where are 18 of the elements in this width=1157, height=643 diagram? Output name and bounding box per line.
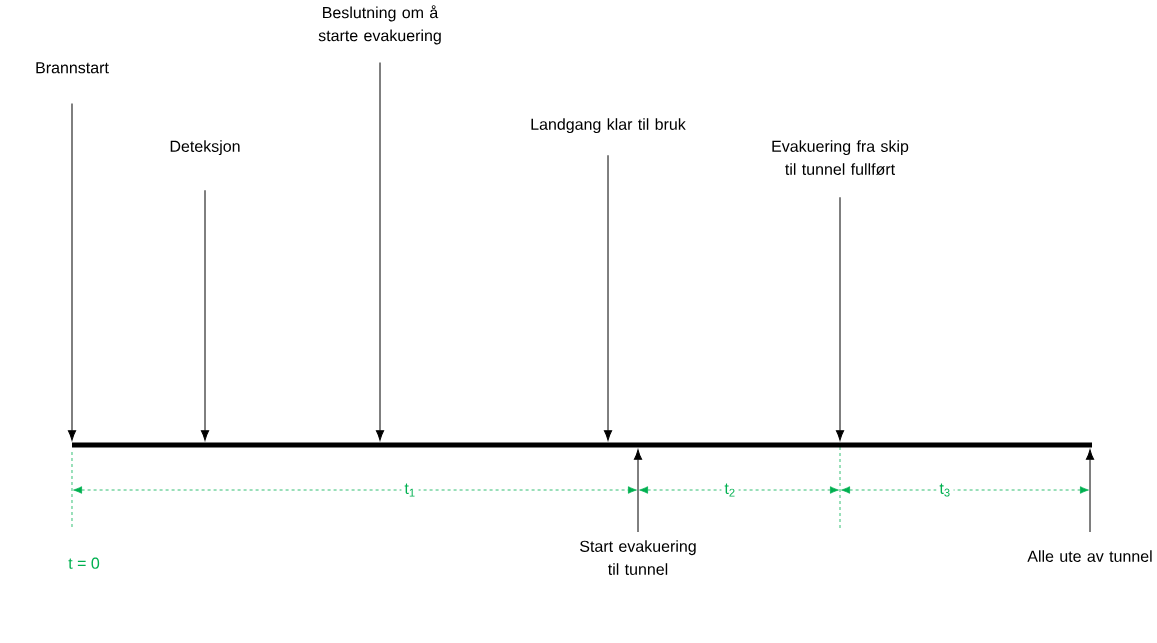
- arrow: [603, 154, 613, 441]
- event-label: Landgang klar til bruk: [531, 118, 686, 134]
- arrow: [375, 62, 385, 441]
- arrow: [633, 449, 643, 533]
- event-label: Deteksjon: [170, 140, 240, 156]
- event-label: Evakuering fra skip til tunnel fullført: [772, 140, 909, 176]
- event-label: Beslutning om å starte evakuering: [318, 5, 441, 45]
- arrow: [835, 196, 845, 441]
- arrow: [200, 189, 210, 441]
- event-label: Start evakuering til tunnel: [580, 540, 696, 575]
- event-label: Alle ute av tunnel: [1027, 550, 1152, 562]
- event-label: Brannstart: [36, 62, 109, 74]
- arrow: [67, 103, 77, 441]
- duration-label: t$_{3}$: [936, 480, 954, 500]
- time-label: t = 0: [68, 557, 100, 569]
- duration-label: t$_{1}$: [401, 480, 419, 500]
- duration-label: t$_{2}$: [721, 480, 739, 500]
- arrow: [1085, 449, 1095, 533]
